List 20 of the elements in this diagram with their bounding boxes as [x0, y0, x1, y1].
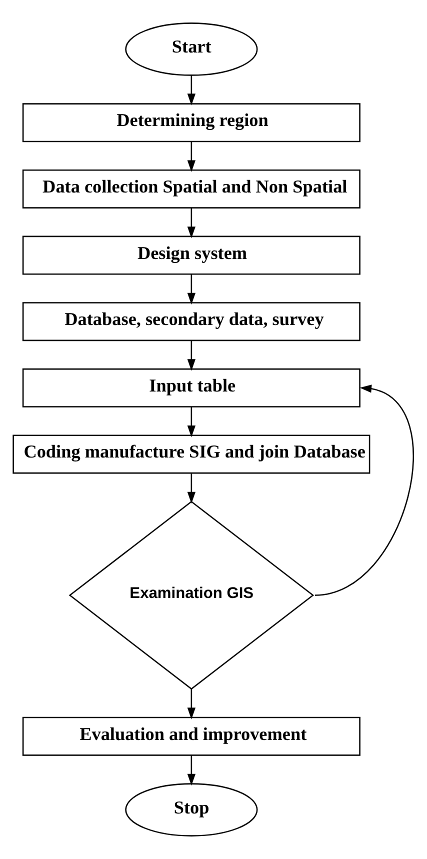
node-diamond: Examination GIS [68, 500, 314, 690]
node-box: Determining region [22, 103, 360, 142]
arrow [187, 208, 196, 238]
arrow [187, 340, 196, 371]
node-box: Input table [22, 368, 360, 408]
node-box: Database, secondary data, survey [22, 302, 360, 342]
arrow [187, 688, 196, 720]
node-box: Coding manufacture SIG and join Database [12, 434, 370, 474]
node-ellipse: Stop [125, 783, 258, 836]
node-ellipse: Start [125, 22, 258, 76]
arrow [187, 756, 196, 786]
arrow [187, 142, 196, 172]
node-box: Evaluation and improvement [22, 716, 360, 756]
arrow [187, 274, 196, 305]
arrow [187, 474, 196, 504]
arrow [187, 75, 196, 106]
node-box: Design system [22, 236, 360, 275]
node-box: Data collection Spatial and Non Spatial [22, 169, 360, 208]
arrow [314, 384, 414, 596]
arrow [187, 406, 196, 438]
